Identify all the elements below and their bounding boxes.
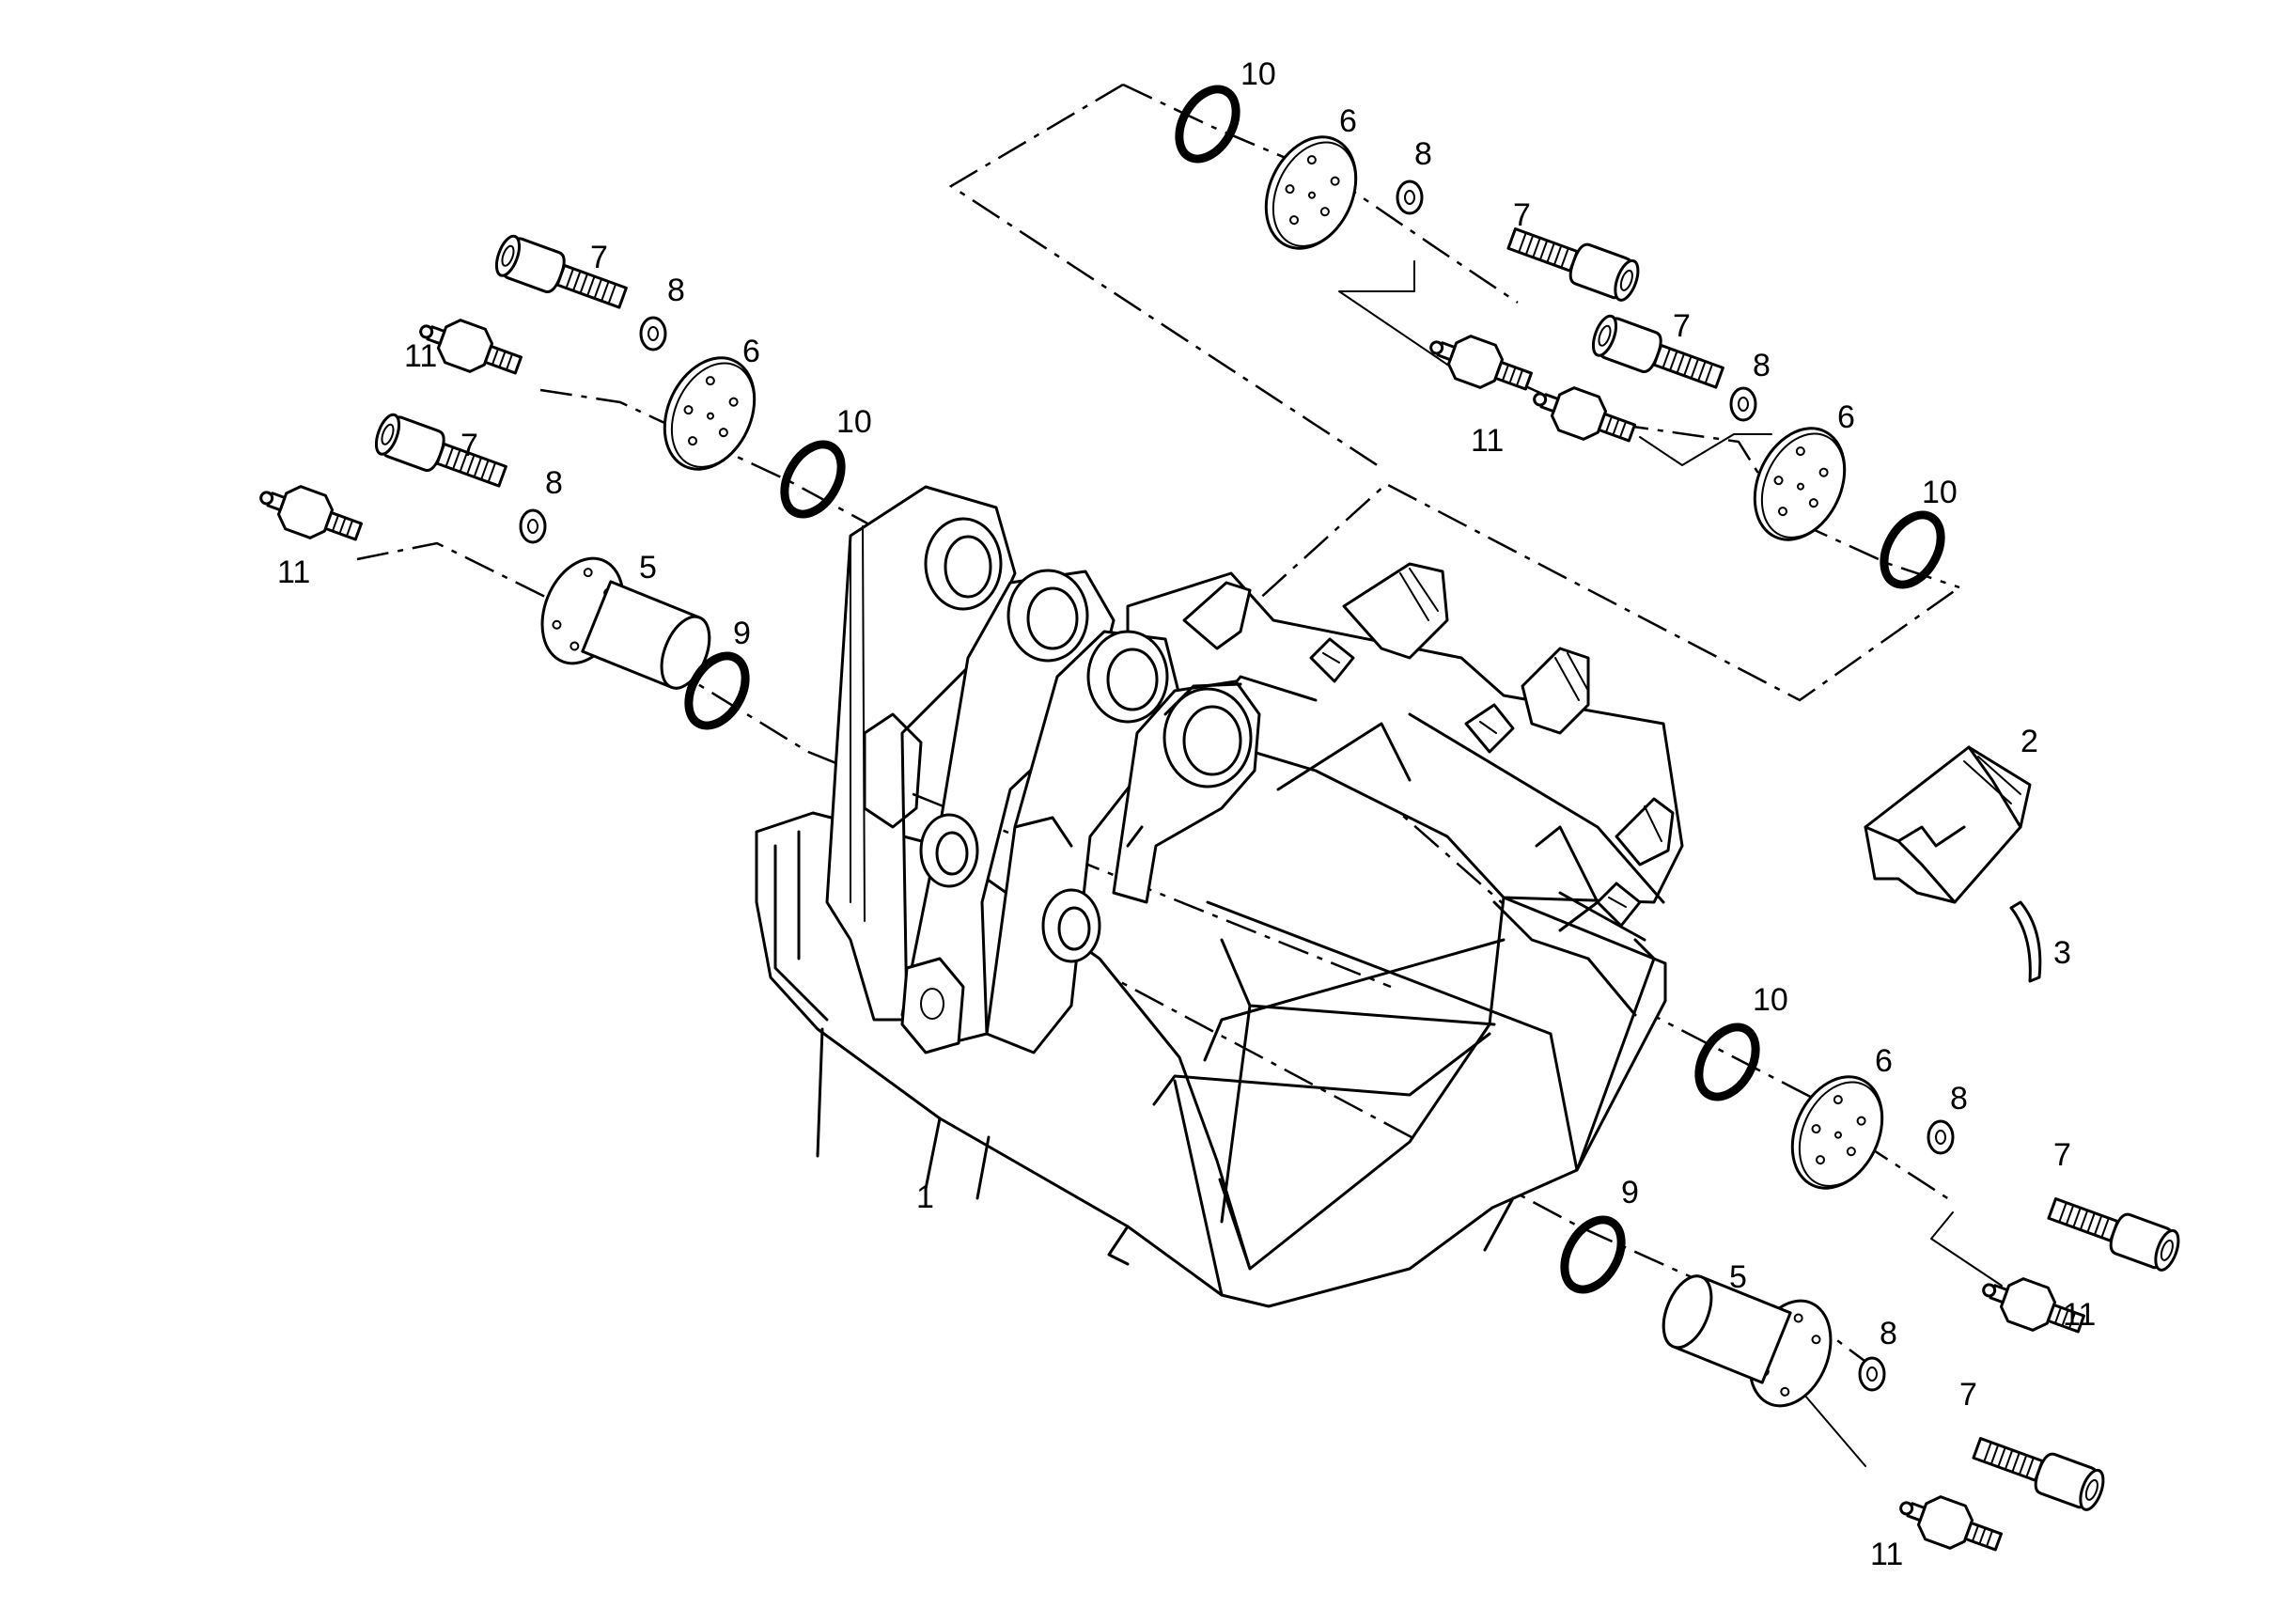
callout-11: 11 [277, 554, 310, 590]
callout-11: 11 [2063, 1297, 2096, 1333]
callout-8: 8 [1753, 348, 1771, 383]
callout-8: 8 [1414, 136, 1432, 172]
callout-8: 8 [1950, 1081, 1968, 1116]
callout-10: 10 [1922, 475, 1958, 510]
callouts: 1 2 3 5 5 6 6 6 6 7 7 7 7 7 7 8 8 8 8 8 … [277, 56, 2096, 1572]
callout-7: 7 [1513, 197, 1531, 233]
callout-6: 6 [1875, 1043, 1893, 1079]
callout-2: 2 [2021, 724, 2038, 759]
callout-10: 10 [1240, 56, 1276, 92]
callout-7: 7 [1959, 1377, 1977, 1413]
parts-top-cluster [1175, 85, 1945, 589]
callout-6: 6 [742, 334, 760, 369]
callout-5: 5 [1729, 1259, 1747, 1295]
pin-part-3 [2009, 900, 2042, 983]
callout-7: 7 [460, 428, 478, 463]
parts-left-cluster [252, 231, 846, 730]
tooth-part-2 [1864, 745, 2032, 904]
hinge-lugs [825, 485, 1261, 1054]
callout-1: 1 [916, 1179, 934, 1215]
callout-6: 6 [1339, 103, 1357, 139]
callout-7: 7 [590, 240, 608, 275]
callout-11: 11 [1471, 423, 1504, 459]
callout-8: 8 [667, 273, 685, 308]
callout-5: 5 [639, 550, 657, 586]
callout-8: 8 [545, 465, 563, 501]
bucket-teeth [1182, 562, 1675, 928]
callout-6: 6 [1837, 399, 1855, 435]
callout-7: 7 [2053, 1137, 2071, 1173]
callout-9: 9 [733, 616, 751, 651]
callout-8: 8 [1880, 1316, 1897, 1351]
parts-right-cluster [1560, 1023, 2185, 1565]
callout-11: 11 [404, 338, 437, 374]
callout-10: 10 [836, 404, 872, 440]
callout-7: 7 [1673, 308, 1691, 344]
callout-10: 10 [1753, 982, 1788, 1018]
callout-11: 11 [1870, 1537, 1903, 1572]
callout-9: 9 [1621, 1175, 1639, 1210]
callout-3: 3 [2053, 935, 2071, 971]
